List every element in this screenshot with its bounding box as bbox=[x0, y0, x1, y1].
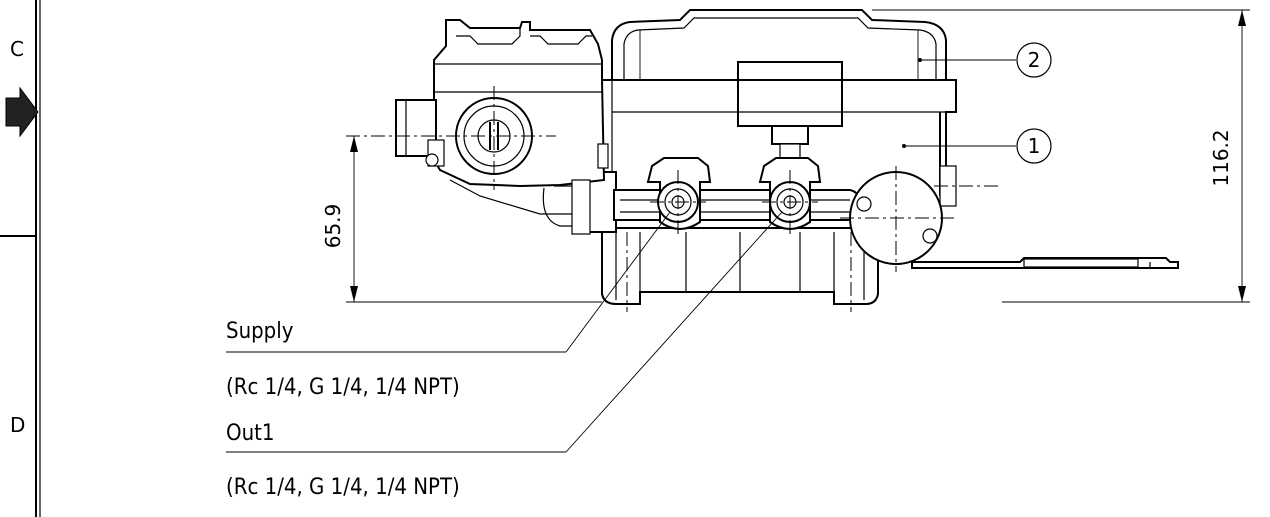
center-lines bbox=[346, 86, 1000, 312]
dimension-value-port-height: 65.9 bbox=[321, 204, 345, 249]
body-part-1 bbox=[601, 79, 957, 305]
balloon-1-label: 1 bbox=[1028, 134, 1041, 158]
centering-arrow-icon bbox=[5, 86, 39, 138]
stem bbox=[771, 125, 809, 161]
out1-thread-spec: (Rc 1/4, G 1/4, 1/4 NPT) bbox=[226, 475, 460, 500]
out1-label: Out1 bbox=[226, 421, 274, 446]
dimension-65-9 bbox=[346, 136, 602, 303]
terminal-box bbox=[395, 19, 609, 235]
dimension-value-overall: 116.2 bbox=[1209, 129, 1233, 186]
out1-port-fitting bbox=[758, 157, 822, 230]
dimension-116-2 bbox=[872, 9, 1250, 303]
out1-leader bbox=[226, 211, 783, 453]
round-cover bbox=[849, 165, 957, 265]
supply-leader bbox=[226, 211, 671, 353]
supply-label: Supply bbox=[226, 319, 294, 344]
feedback-lever bbox=[911, 257, 1179, 269]
balloon-1 bbox=[902, 128, 1052, 164]
zone-label-d: D bbox=[10, 413, 25, 437]
cover-part-2 bbox=[611, 9, 947, 127]
balloon-2 bbox=[918, 42, 1052, 78]
zone-label-c: C bbox=[10, 37, 24, 61]
balloon-2-label: 2 bbox=[1028, 48, 1041, 72]
sheet-border bbox=[0, 0, 41, 517]
supply-thread-spec: (Rc 1/4, G 1/4, 1/4 NPT) bbox=[226, 375, 460, 400]
